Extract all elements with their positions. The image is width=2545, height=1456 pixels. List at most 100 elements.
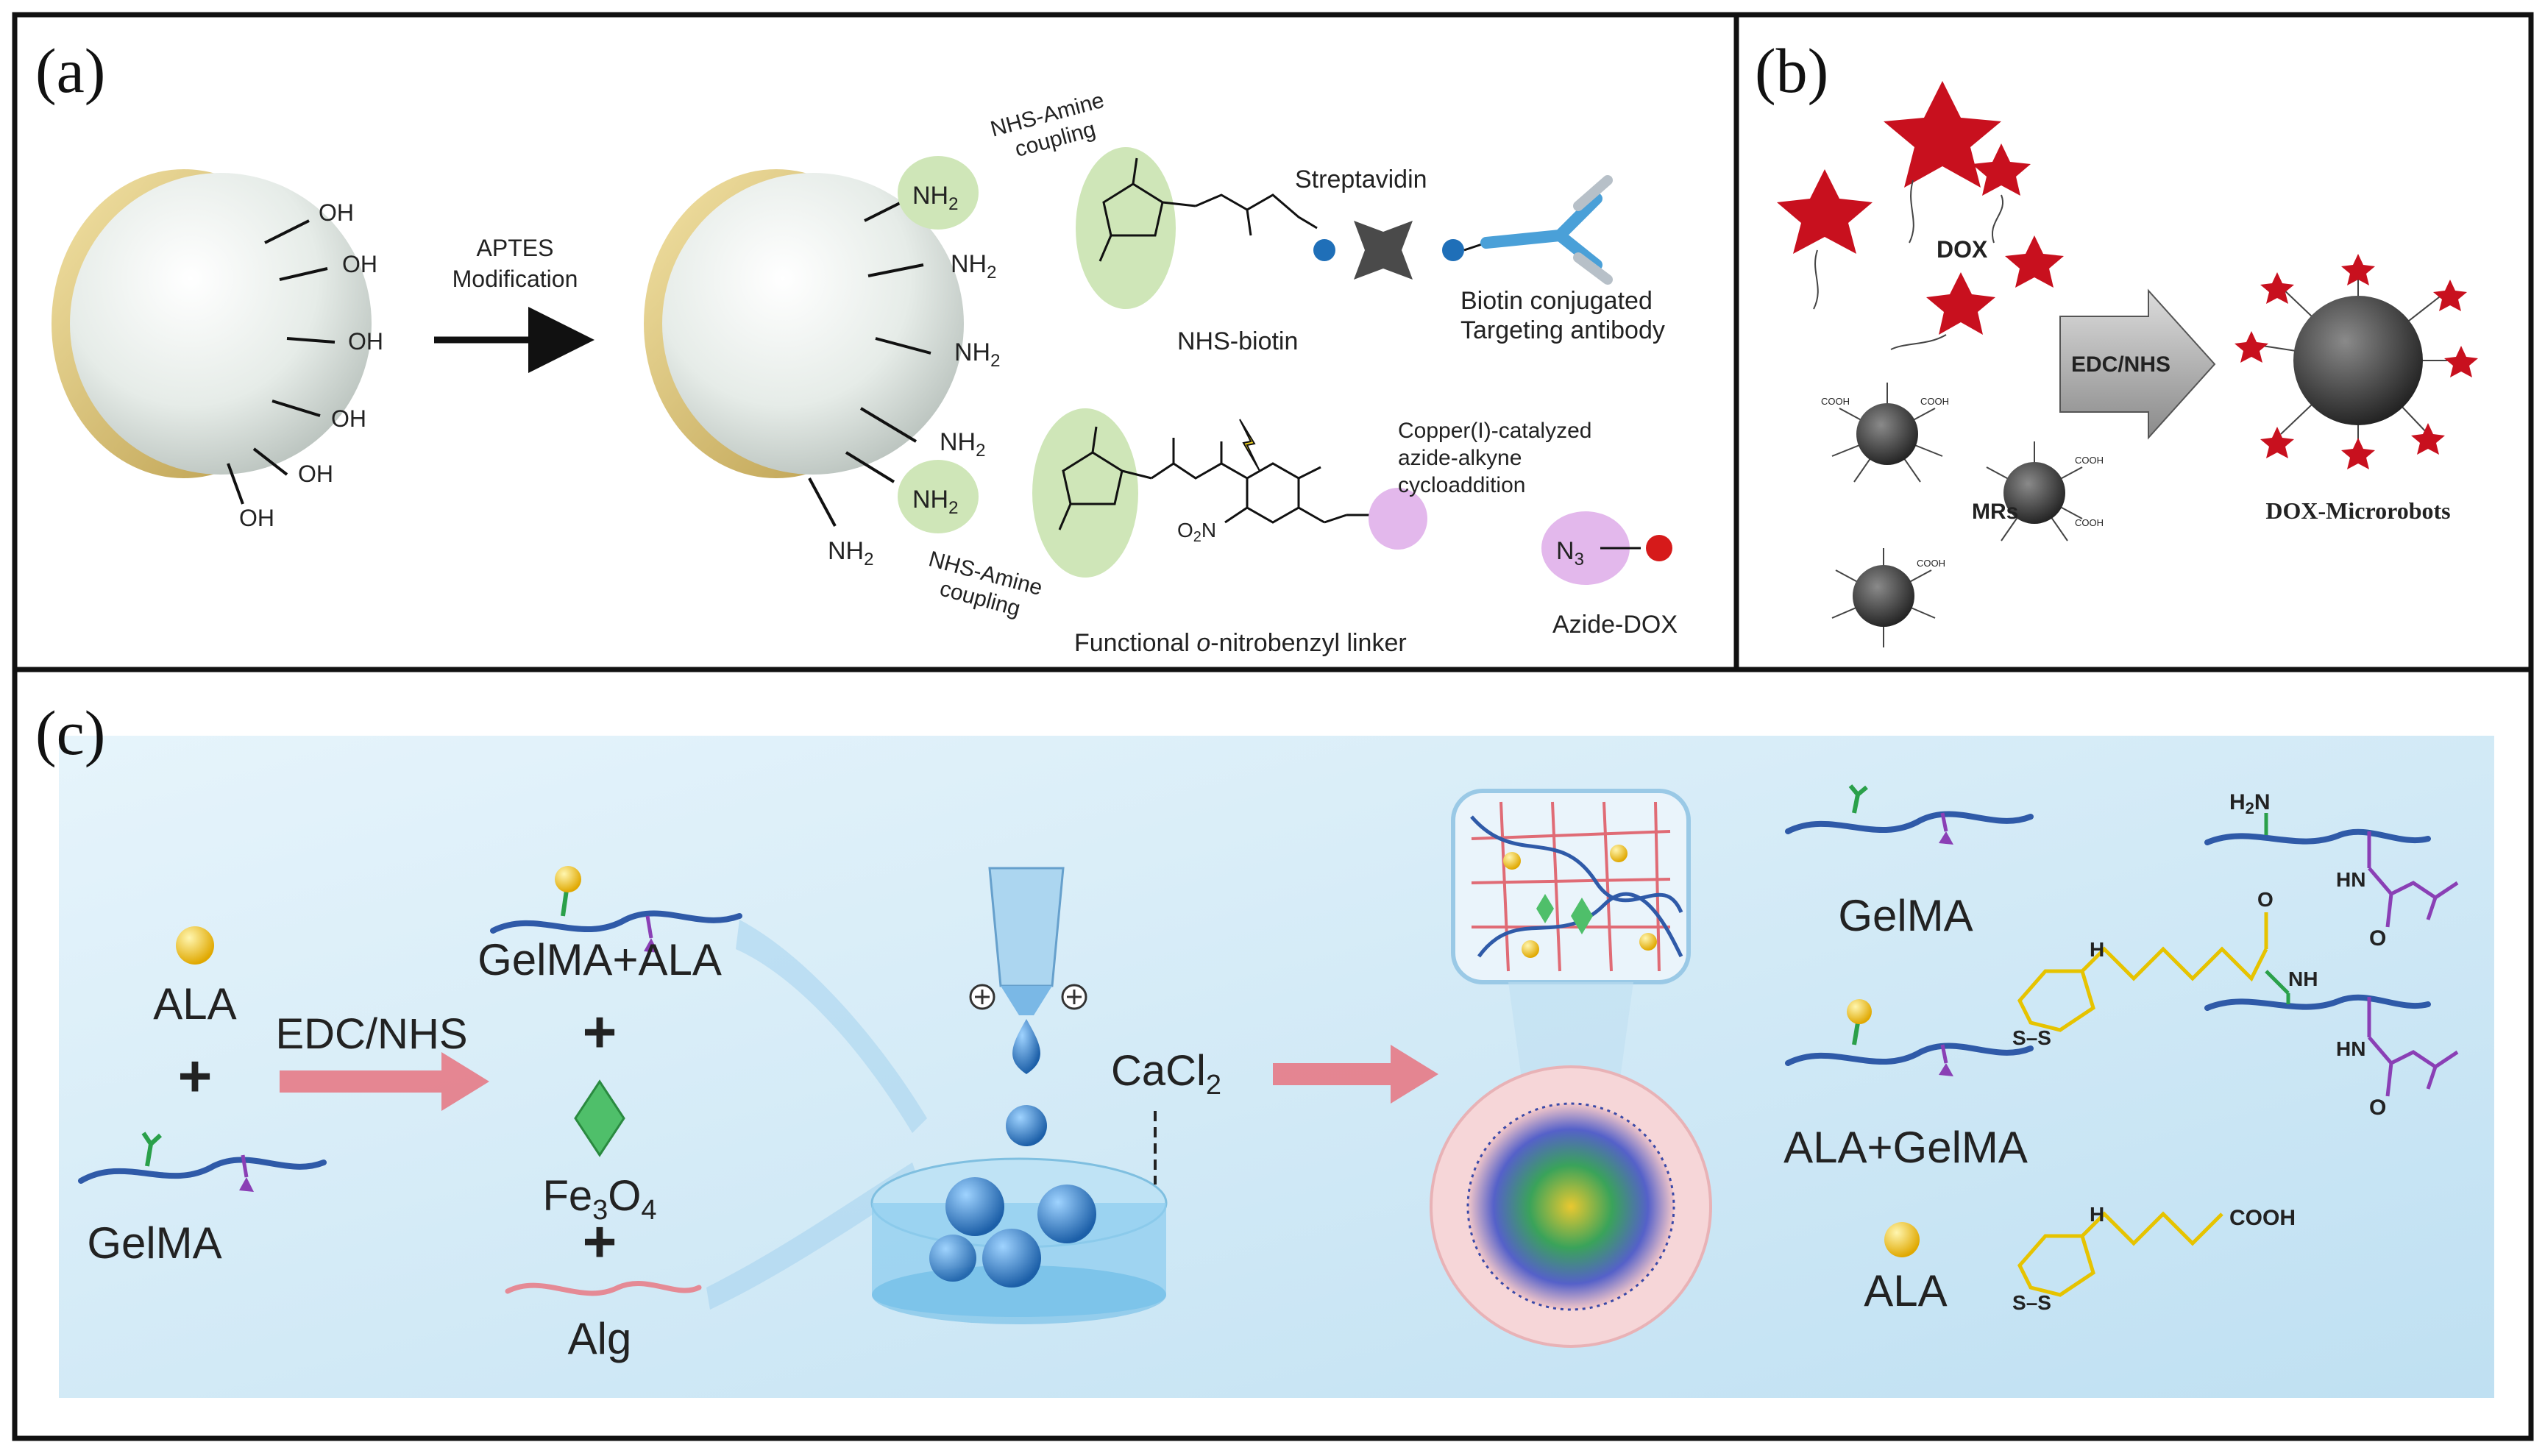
nhs-halo-bottom — [1032, 408, 1138, 578]
panel-c-frame — [12, 667, 2534, 1441]
legend-gelma-label: GelMA — [1838, 891, 1973, 940]
alkyne-halo — [1369, 488, 1427, 550]
panel-a: (a) OH OH OH OH OH OH APTES Modification — [35, 35, 1678, 657]
oh-label-3: OH — [348, 328, 383, 355]
nh2-halo-bottom — [898, 460, 979, 533]
dox-star-1 — [1884, 81, 2001, 188]
dox-linkers — [1813, 180, 2003, 350]
cooh-label-4: COOH — [2075, 517, 2104, 528]
o-label-1: O — [2369, 926, 2386, 951]
s-label-1: S–S — [2012, 1026, 2051, 1049]
gelma-label-left: GelMA — [87, 1218, 221, 1268]
alg-label: Alg — [568, 1314, 632, 1363]
ala-structure — [2017, 1211, 2223, 1297]
ala-gelma-structure — [2017, 912, 2459, 1097]
fe3o4-label: Fe3O4 — [542, 1172, 656, 1226]
linker-label: Functional o-nitrobenzyl linker — [1074, 629, 1407, 657]
cooh-label-3: COOH — [2075, 455, 2104, 466]
legend-ala-gelma-chain — [1785, 999, 2034, 1076]
mr-particle-1 — [1831, 383, 1943, 483]
mrs-label: MRs — [1972, 500, 2018, 524]
plus-mid-1: + — [583, 999, 617, 1065]
antibody-icon — [1480, 175, 1613, 285]
nh-label: NH — [2288, 967, 2318, 990]
fe3o4-crystal — [574, 1079, 625, 1157]
h-label-1: H — [2090, 938, 2104, 961]
ala-label-left: ALA — [153, 979, 236, 1029]
linker-structure — [1058, 426, 1376, 530]
hn-label-1: HN — [2336, 868, 2365, 891]
edc-nhs-label-b: EDC/NHS — [2071, 352, 2170, 377]
nh2-halo-top — [898, 156, 979, 230]
panel-a-label: (a) — [35, 35, 105, 106]
s-label-2: S–S — [2012, 1291, 2051, 1314]
legend-ala-label: ALA — [1864, 1266, 1947, 1315]
plus-mid-2: + — [583, 1209, 617, 1274]
azide-dox-label: Azide-DOX — [1552, 611, 1678, 639]
edc-nhs-arrow-c — [280, 1052, 489, 1111]
streptavidin-label: Streptavidin — [1295, 166, 1427, 193]
oh-label-2: OH — [342, 251, 377, 277]
oh-label-5: OH — [298, 461, 333, 487]
n3-label: N3 — [1556, 537, 1584, 569]
azide-halo — [1541, 511, 1630, 585]
hn-label-2: HN — [2336, 1037, 2365, 1060]
dox-label: DOX — [1937, 236, 1988, 263]
cacl2-label: CaCl2 — [1111, 1047, 1221, 1101]
h-label-2: H — [2090, 1203, 2104, 1226]
legend-gelma-chain — [1785, 784, 2034, 845]
alg-chain — [505, 1281, 702, 1296]
streptavidin-icon — [1354, 221, 1413, 280]
no2-label: O2N — [1177, 519, 1216, 545]
dox-microrobot — [2235, 254, 2478, 469]
oh-label-1: OH — [319, 199, 354, 226]
amine-stalks — [808, 201, 931, 527]
hydroxyl-groups — [227, 219, 336, 505]
nh2-label-6: NH2 — [828, 537, 873, 569]
oh-label-6: OH — [239, 505, 274, 531]
h2n-label: H2N — [2229, 790, 2271, 817]
mr-particle-2 — [1986, 441, 2083, 541]
dox-star-3 — [1972, 143, 2031, 196]
biotin-dot-2 — [1442, 239, 1464, 261]
modification-label: Modification — [452, 266, 578, 292]
dox-star-4 — [2005, 235, 2064, 288]
gelma-ala-label: GelMA+ALA — [478, 935, 722, 984]
nh2-label-1: NH2 — [912, 182, 958, 214]
nh2-label-5: NH2 — [912, 486, 958, 518]
janus-particle-amine — [644, 169, 964, 478]
panel-b: (b) DOX EDC/NHS COOH COOH C — [1755, 35, 2478, 647]
o-label-3: O — [2369, 1095, 2386, 1120]
janus-particle-hydroxyl — [52, 169, 372, 478]
nhs-halo-top — [1076, 147, 1176, 309]
cooh-label-2: COOH — [1920, 396, 1949, 407]
cooh-label-c: COOH — [2229, 1206, 2296, 1230]
click-line1: Copper(I)-catalyzed — [1398, 419, 1591, 443]
zoom-cone — [1508, 982, 1633, 1089]
panel-c-label: (c) — [35, 697, 105, 768]
beam-bottom — [706, 1162, 920, 1310]
nozzle-assembly — [969, 867, 1087, 1146]
cooh-label-5: COOH — [1917, 558, 1945, 569]
edc-nhs-label-c: EDC/NHS — [275, 1010, 467, 1058]
gelma-structure — [2204, 813, 2459, 928]
microgel-core — [1468, 1104, 1674, 1310]
mr-particle-3 — [1831, 548, 1936, 647]
gelma-chain-left — [78, 1132, 327, 1192]
cooh-label-1: COOH — [1821, 396, 1850, 407]
legend-ala-gelma-label: ALA+GelMA — [1783, 1123, 2028, 1172]
oh-label-4: OH — [331, 405, 366, 432]
gelma-ala-chain — [490, 866, 742, 953]
biotin-antibody-line2: Targeting antibody — [1460, 316, 1665, 344]
cacl2-bath — [870, 1157, 1168, 1324]
dox-microrobots-label: DOX-Microrobots — [2265, 497, 2450, 524]
arrow-to-microgel — [1273, 1045, 1438, 1104]
nhs-biotin-structure — [1098, 157, 1318, 262]
nhs-biotin-label: NHS-biotin — [1177, 327, 1298, 355]
ala-ball-left — [176, 926, 214, 965]
beam-top — [736, 920, 927, 1133]
plus-left: + — [178, 1043, 213, 1109]
nh2-label-2: NH2 — [951, 250, 996, 283]
click-line3: cycloaddition — [1398, 473, 1525, 497]
